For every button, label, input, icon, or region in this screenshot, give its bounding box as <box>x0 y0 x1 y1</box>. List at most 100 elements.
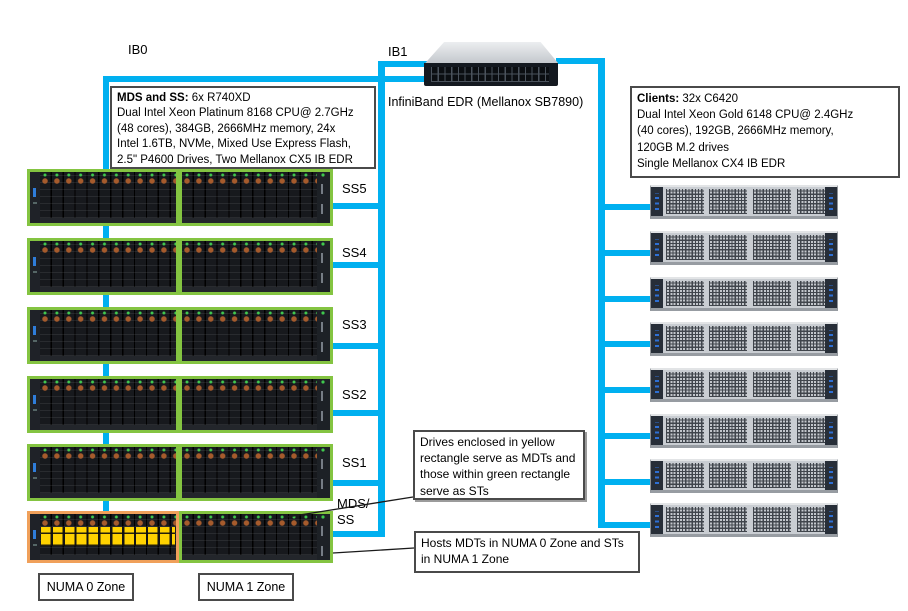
drive-bays <box>182 379 317 430</box>
st-drive-group-numa1 <box>179 511 333 563</box>
mds-ss-spec-line: (48 cores), 384GB, 2666MHz memory, 24x <box>117 122 336 135</box>
client-mesh-panel <box>797 326 826 351</box>
client-branch-8 <box>598 522 652 528</box>
client-branch-3 <box>598 296 652 302</box>
client-mesh-panel <box>797 372 826 397</box>
server-ear <box>30 514 40 560</box>
client-left-cap <box>651 505 663 534</box>
client-server-5 <box>650 368 838 402</box>
server-ear <box>30 447 40 498</box>
client-mesh-panel <box>753 463 791 488</box>
drive-bays <box>182 241 317 292</box>
server-ear <box>30 241 40 292</box>
server-ear <box>30 379 40 430</box>
drive-group-left <box>27 238 179 295</box>
drive-bays <box>40 310 176 361</box>
client-mesh-panel <box>753 418 791 443</box>
infiniband-switch <box>424 42 558 86</box>
client-right-cap <box>825 370 837 399</box>
client-server-2 <box>650 231 838 265</box>
switch-caption: InfiniBand EDR (Mellanox SB7890) <box>388 95 584 109</box>
client-mesh-panel <box>753 507 791 532</box>
numa1-zone-label: NUMA 1 Zone <box>198 573 294 601</box>
hosts-note-box: Hosts MDTs in NUMA 0 Zone and STs in NUM… <box>414 531 640 573</box>
hosts-note-leader-line <box>332 547 415 554</box>
drive-bays <box>182 310 317 361</box>
client-server-8 <box>650 503 838 537</box>
client-server-3 <box>650 277 838 311</box>
drive-bays <box>182 447 317 498</box>
client-left-cap <box>651 324 663 353</box>
client-branch-6 <box>598 433 652 439</box>
client-right-cap <box>825 461 837 490</box>
label-ss3: SS3 <box>342 317 367 332</box>
mds-ss-spec-title-rest: 6x R740XD <box>188 92 251 104</box>
clients-spec-line: 120GB M.2 drives <box>637 141 730 154</box>
storage-server-ss3 <box>27 307 333 364</box>
client-mesh-panel <box>666 463 704 488</box>
storage-server-ss5 <box>27 169 333 226</box>
numa0-zone-label: NUMA 0 Zone <box>38 573 134 601</box>
storage-server-ss2 <box>27 376 333 433</box>
mds-ss-spec-line: Intel 1.6TB, NVMe, Mixed Use Express Fla… <box>117 138 351 151</box>
server-control-panel <box>317 241 330 292</box>
client-mesh-panel <box>666 418 704 443</box>
ib1-branch-mds <box>333 531 385 537</box>
drives-note-box: Drives enclosed in yellow rectangle serv… <box>413 430 585 500</box>
drive-group-left <box>27 376 179 433</box>
drive-group-right <box>179 238 333 295</box>
client-branch-7 <box>598 479 652 485</box>
client-mesh-panel <box>666 372 704 397</box>
client-mesh-panel <box>797 281 826 306</box>
ib1-branch-ss5 <box>333 203 385 209</box>
ib1-branch-ss3 <box>333 343 385 349</box>
client-mesh-panel <box>797 463 826 488</box>
switch-ports <box>431 67 549 82</box>
client-mesh-panel <box>709 418 747 443</box>
client-mesh-panel <box>797 235 826 260</box>
drive-bays <box>40 514 176 560</box>
label-ss1: SS1 <box>342 455 367 470</box>
drive-bays <box>40 241 176 292</box>
drive-group-right <box>179 169 333 226</box>
mds-ss-spec-box: MDS and SS: 6x R740XD Dual Intel Xeon Pl… <box>110 86 376 169</box>
label-ss2: SS2 <box>342 387 367 402</box>
client-mesh-panel <box>709 507 747 532</box>
client-left-cap <box>651 187 663 216</box>
client-left-cap <box>651 370 663 399</box>
server-ear <box>30 172 40 223</box>
clients-spec-line: Dual Intel Xeon Gold 6148 CPU@ 2.4GHz <box>637 109 854 122</box>
clients-spec-title-rest: 32x C6420 <box>679 93 738 105</box>
client-right-cap <box>825 187 837 216</box>
client-mesh-panel <box>709 326 747 351</box>
clients-spec-line: (40 cores), 192GB, 2666MHz memory, <box>637 125 834 138</box>
client-mesh-panel <box>797 507 826 532</box>
client-mesh-panel <box>753 281 791 306</box>
drive-bays <box>182 514 317 560</box>
drive-bays <box>182 172 317 223</box>
switch-top-face <box>425 42 558 63</box>
client-right-cap <box>825 279 837 308</box>
clients-spec-title: Clients: <box>637 93 680 105</box>
client-left-cap <box>651 461 663 490</box>
client-right-cap <box>825 416 837 445</box>
server-control-panel <box>317 379 330 430</box>
label-mds-ss: MDS/ SS <box>337 496 370 527</box>
client-branch-5 <box>598 387 652 393</box>
drive-group-left <box>27 444 179 501</box>
client-mesh-panel <box>753 372 791 397</box>
drive-group-left <box>27 169 179 226</box>
switch-front-face <box>424 63 558 86</box>
ib1-branch-ss4 <box>333 262 385 268</box>
client-right-cap <box>825 505 837 534</box>
client-mesh-panel <box>666 189 704 214</box>
drive-group-left <box>27 307 179 364</box>
client-left-cap <box>651 233 663 262</box>
ib0-label: IB0 <box>128 42 148 57</box>
client-left-cap <box>651 279 663 308</box>
server-ear <box>30 310 40 361</box>
client-mesh-panel <box>797 189 826 214</box>
client-server-4 <box>650 322 838 356</box>
client-mesh-panel <box>666 235 704 260</box>
client-server-7 <box>650 459 838 493</box>
